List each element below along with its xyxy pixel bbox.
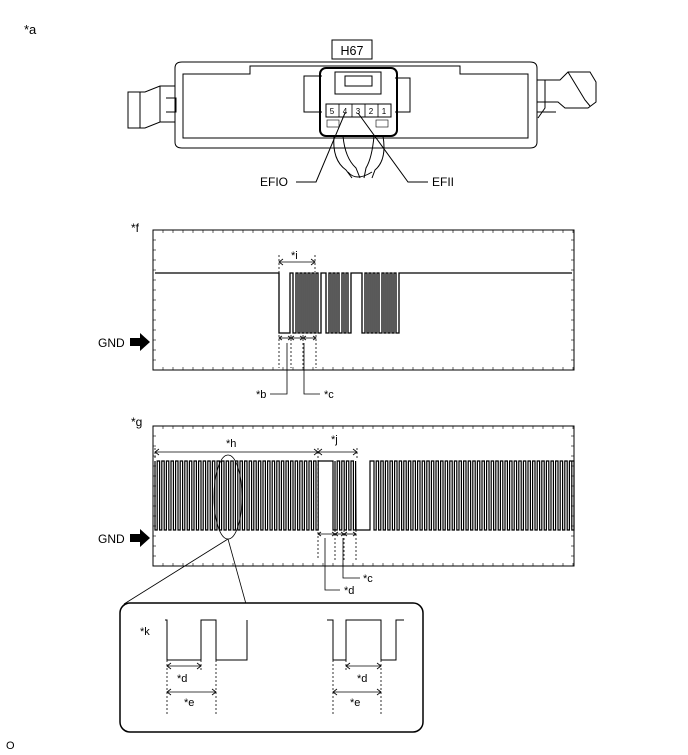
- zoom-box: [119, 602, 424, 733]
- pin-1: 1: [382, 107, 387, 116]
- waveform-g-annotations: [123, 448, 360, 605]
- pin-4: 4: [343, 107, 348, 116]
- label-efio: EFIO: [260, 175, 288, 189]
- gnd-arrow-g: [130, 529, 150, 547]
- pin-leaders: [296, 112, 428, 183]
- gnd-label-f: GND: [98, 336, 125, 350]
- label-e-right: *e: [350, 697, 360, 709]
- scope-frame: [152, 425, 575, 567]
- gnd-arrow-f: [130, 333, 150, 351]
- pin-3: 3: [356, 107, 361, 116]
- waveform-g-trace: [154, 460, 575, 531]
- label-efii: EFII: [432, 175, 454, 189]
- pin-5: 5: [330, 107, 335, 116]
- label-f: *f: [131, 221, 140, 235]
- gnd-label-g: GND: [98, 532, 125, 546]
- footer-code: O: [6, 740, 15, 752]
- connector-pins: 5 4 3 2 1: [325, 103, 392, 128]
- label-d-left: *d: [177, 673, 187, 685]
- waveform-g-signal: [154, 460, 575, 531]
- label-g: *g: [131, 415, 142, 429]
- scope-frame: [152, 229, 575, 371]
- label-i: *i: [291, 250, 298, 262]
- label-c-f: *c: [324, 389, 334, 401]
- connector-drawing: [127, 61, 597, 179]
- label-d-right: *d: [357, 673, 367, 685]
- zoom-waveform-left: [165, 619, 248, 661]
- waveform-f-trace: [155, 272, 572, 334]
- label-a: *a: [24, 22, 37, 37]
- connector-id-box: [331, 39, 373, 60]
- label-e-left: *e: [184, 697, 194, 709]
- label-h: *h: [226, 438, 236, 450]
- waveform-f-signal: [155, 272, 572, 334]
- zoom-waveform-right: [327, 619, 404, 661]
- waveform-f-annotations: [270, 255, 320, 395]
- connector-id: H67: [341, 44, 364, 58]
- label-b: *b: [256, 389, 266, 401]
- label-k: *k: [140, 626, 150, 638]
- zoom-dimensions: [166, 660, 382, 714]
- label-d-g: *d: [344, 585, 354, 597]
- waveform-g-frame: [152, 425, 575, 567]
- label-j: *j: [331, 434, 338, 446]
- pin-2: 2: [369, 107, 374, 116]
- label-c-g: *c: [363, 573, 373, 585]
- waveform-f-frame: [152, 229, 575, 371]
